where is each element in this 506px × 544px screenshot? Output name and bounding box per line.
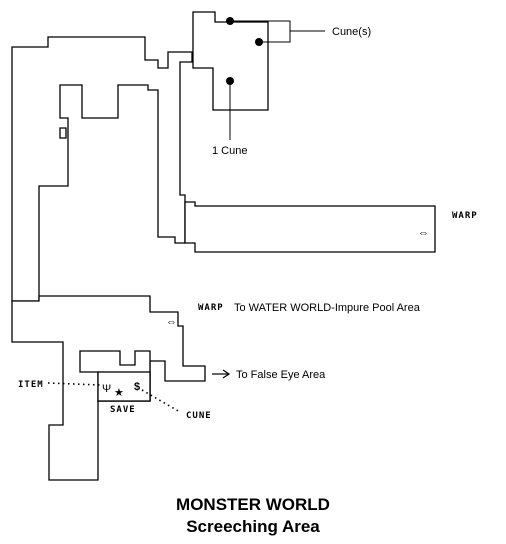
map-subtitle: Screeching Area	[186, 517, 320, 536]
map-title: MONSTER WORLD	[176, 495, 330, 514]
cune-bracket-line	[230, 20, 325, 43]
warp-water-label: To WATER WORLD-Impure Pool Area	[234, 302, 421, 314]
room-east-warp	[184, 201, 436, 253]
cune-symbol-icon: $	[134, 381, 140, 393]
save-room	[97, 371, 151, 402]
room-west-main	[11, 36, 193, 302]
warp-east-label: WARP	[452, 211, 478, 221]
warp-water-prefix: WARP	[198, 303, 224, 313]
false-eye-arrowhead-icon	[222, 369, 231, 379]
save-star-icon: ★	[114, 387, 124, 399]
room-north-cune	[192, 11, 269, 111]
cunes-label: Cune(s)	[332, 26, 371, 38]
item-label: ITEM	[18, 380, 44, 390]
false-eye-label: To False Eye Area	[236, 369, 326, 381]
save-label: SAVE	[110, 405, 136, 415]
warp-water-arrow-icon: ⇔	[166, 316, 177, 328]
item-symbol-icon: Ψ	[102, 383, 111, 395]
room-west-notch	[59, 127, 67, 139]
item-pointer-line	[47, 382, 101, 386]
one-cune-label: 1 Cune	[212, 145, 247, 157]
cune-label: CUNE	[186, 411, 212, 421]
warp-east-arrow-icon: ⇔	[418, 227, 429, 239]
